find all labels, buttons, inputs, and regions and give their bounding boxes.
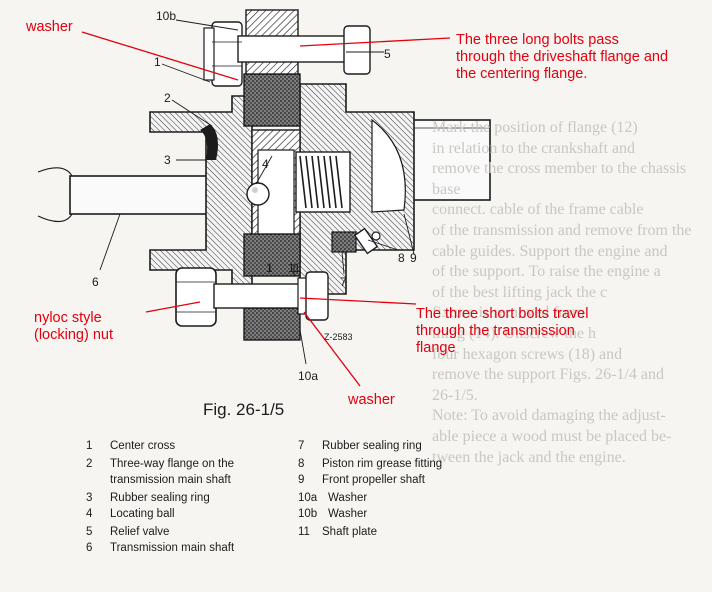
callout-nyloc-nut: nyloc style (locking) nut bbox=[34, 310, 113, 343]
part-label-10a: 10a bbox=[298, 369, 318, 383]
part-label-1-lower: 1 bbox=[266, 261, 273, 275]
callout-washer-bottom: washer bbox=[348, 392, 395, 408]
rubber-sealing-ring-right bbox=[331, 231, 357, 253]
part-labels: 10b 1 2 3 4 5 6 7 8 9 1 11 10a Z-2583 bbox=[92, 9, 417, 383]
part-label-5: 5 bbox=[384, 47, 391, 61]
callout-short-bolts: The three short bolts travel through the… bbox=[416, 306, 589, 356]
part-label-8: 8 bbox=[398, 251, 405, 265]
part-label-2: 2 bbox=[164, 91, 171, 105]
relief-valve-spring bbox=[295, 151, 351, 213]
figure-caption: Fig. 26-1/5 bbox=[203, 400, 285, 419]
callout-long-bolts: The three long bolts pass through the dr… bbox=[456, 32, 669, 82]
part-label-9: 9 bbox=[410, 251, 417, 265]
front-propeller-shaft bbox=[399, 119, 491, 201]
part-label-10b: 10b bbox=[156, 9, 176, 23]
part-label-3: 3 bbox=[164, 153, 171, 167]
short-bolt bbox=[175, 267, 329, 327]
part-label-11: 11 bbox=[288, 261, 301, 275]
locating-ball bbox=[246, 182, 270, 206]
rubber-sealing-ring-left bbox=[200, 124, 218, 160]
grease-fitting bbox=[353, 227, 381, 255]
part-label-6: 6 bbox=[92, 275, 99, 289]
callout-washer-top: washer bbox=[26, 19, 73, 35]
background-page-text: Mark the position of flange (12) in rela… bbox=[432, 119, 692, 466]
part-leader-lines bbox=[99, 19, 415, 365]
part-label-4: 4 bbox=[262, 157, 269, 171]
callout-leader-lines bbox=[81, 31, 451, 387]
legend-item: transmission main shaft bbox=[110, 474, 231, 486]
shaft-plate bbox=[243, 73, 301, 341]
part-label-7: 7 bbox=[340, 275, 347, 289]
three-way-flange bbox=[149, 83, 415, 295]
part-label-1: 1 bbox=[154, 55, 161, 69]
drawing-code: Z-2583 bbox=[324, 332, 353, 342]
long-bolt bbox=[203, 9, 371, 87]
